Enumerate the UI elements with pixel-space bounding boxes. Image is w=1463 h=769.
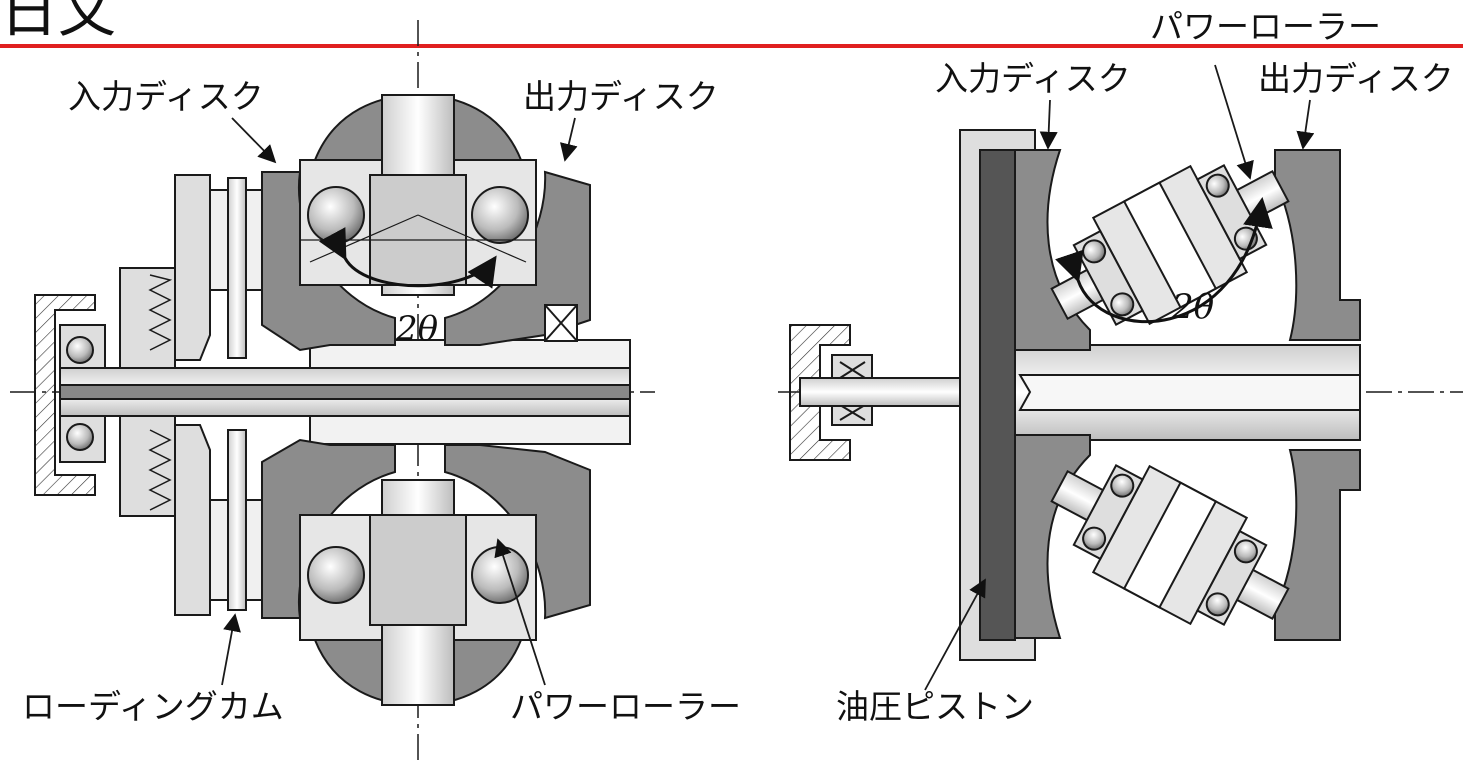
- right-input-disk-label: 入力ディスク: [935, 59, 1131, 98]
- left-output-disk-label: 出力ディスク: [523, 77, 719, 116]
- heading-fragment: 日文: [0, 0, 117, 45]
- right-power-roller-label: パワーローラー: [1150, 7, 1381, 46]
- left-half-toroidal-section: [10, 20, 655, 765]
- full-toroidal-section: [778, 64, 1463, 691]
- header-rule: [0, 44, 1463, 48]
- hydraulic-piston-label: 油圧ピストン: [836, 687, 1034, 726]
- right-tilt-angle: 2θ: [1172, 287, 1215, 327]
- loading-cam-label: ローディングカム: [22, 687, 284, 726]
- left-input-disk-label: 入力ディスク: [68, 77, 264, 116]
- left-tilt-angle: 2θ: [396, 309, 439, 349]
- right-output-disk-label: 出力ディスク: [1258, 59, 1454, 98]
- left-power-roller-label: パワーローラー: [510, 687, 741, 726]
